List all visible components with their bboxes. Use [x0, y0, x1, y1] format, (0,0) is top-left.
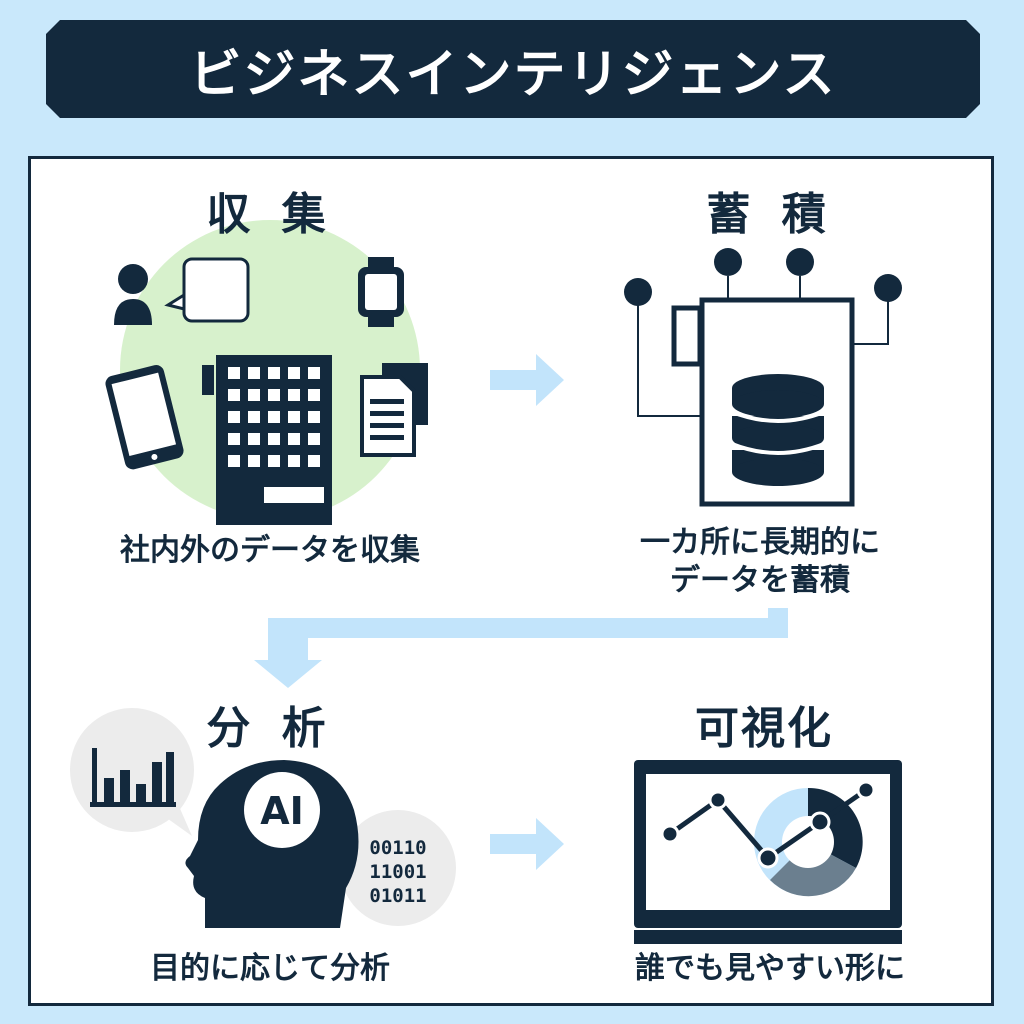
- server-icon: [624, 248, 902, 507]
- page-title: ビジネスインテリジェンス: [189, 44, 837, 105]
- collect-heading: 収 集: [206, 189, 334, 240]
- arrow-right-2: [490, 818, 564, 870]
- analyze-illustration: AI 00110 11001 01011: [70, 708, 456, 928]
- visualize-caption: 誰でも見やすい形に: [635, 951, 905, 986]
- monitor-chart-icon: [634, 760, 902, 944]
- binary-line-3: 01011: [369, 885, 426, 907]
- arrow-elbow: [254, 608, 788, 688]
- donut-chart: [754, 787, 863, 897]
- tablet-icon: [105, 365, 184, 470]
- title-banner: ビジネスインテリジェンス: [46, 20, 980, 118]
- binary-line-2: 11001: [369, 861, 426, 883]
- person-icon: [114, 264, 152, 325]
- store-heading: 蓄 積: [706, 189, 834, 240]
- collect-illustration: [105, 220, 428, 525]
- store-caption-line2: データを蓄積: [670, 563, 850, 598]
- arrow-right-1: [490, 354, 564, 406]
- binary-line-1: 00110: [369, 837, 426, 859]
- collect-caption: 社内外のデータを収集: [120, 533, 420, 568]
- ai-label: AI: [260, 789, 304, 833]
- bar-chart-icon: [90, 748, 176, 807]
- store-caption-line1: 一カ所に長期的に: [640, 525, 880, 560]
- ai-circle: [244, 772, 320, 848]
- visualize-heading: 可視化: [695, 703, 833, 754]
- binary-bubble: [340, 810, 456, 926]
- database-icon: [732, 374, 824, 486]
- bar-chart-bubble: [70, 708, 194, 836]
- smartwatch-icon: [358, 257, 404, 327]
- analyze-caption: 目的に応じて分析: [150, 951, 390, 986]
- speech-bubble-icon: [164, 257, 250, 323]
- building-icon: [202, 355, 332, 525]
- analyze-heading: 分 析: [206, 703, 334, 754]
- documents-icon: [360, 363, 428, 457]
